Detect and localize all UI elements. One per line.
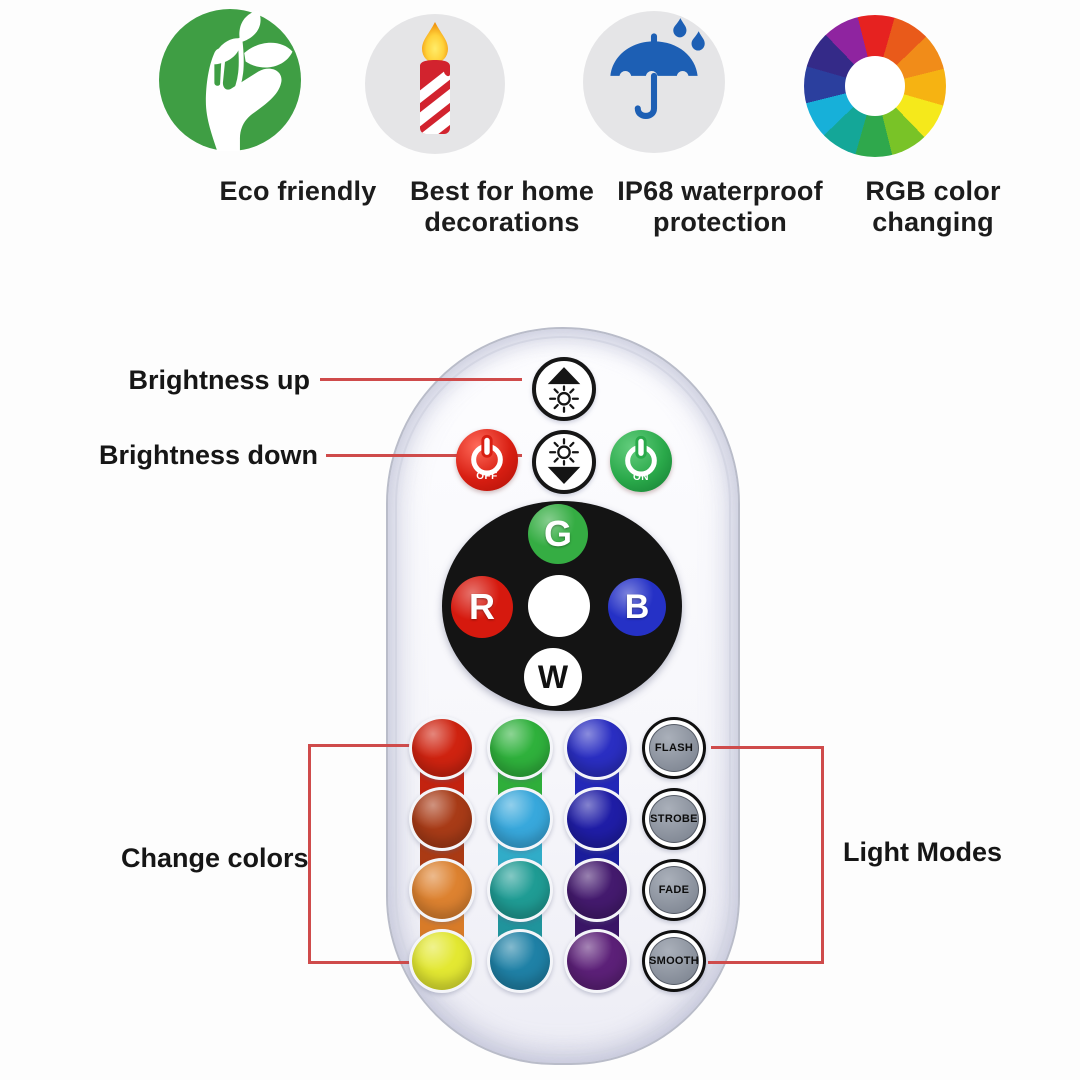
- power-off-text: OFF: [476, 471, 498, 482]
- color-button: [487, 929, 553, 993]
- key-red-button: R: [451, 576, 513, 638]
- mode-button-face: STROBE: [649, 795, 699, 843]
- key-blue-button: B: [608, 578, 666, 636]
- feature-caption: IP68 waterproof protection: [570, 176, 870, 238]
- caption-line: decorations: [424, 207, 580, 237]
- change-colors-label: Change colors: [121, 843, 309, 873]
- color-button: [564, 929, 630, 993]
- key-blue-letter: B: [624, 587, 650, 626]
- brightness-up-label: Brightness up: [128, 365, 310, 395]
- caption-line: IP68 waterproof: [617, 176, 823, 206]
- caption-line: protection: [653, 207, 787, 237]
- caption-line: changing: [872, 207, 994, 237]
- key-red-letter: R: [469, 586, 495, 627]
- change-colors-bracket-top: [308, 744, 414, 747]
- key-green-letter: G: [543, 513, 572, 554]
- caption-line: RGB color: [865, 176, 1001, 206]
- color-button: [409, 787, 475, 851]
- color-button: [487, 787, 553, 851]
- key-white-button: W: [524, 648, 582, 706]
- feature-caption: Eco friendly: [148, 176, 448, 207]
- color-button: [409, 929, 475, 993]
- power-on-icon: [625, 435, 657, 477]
- mode-button-label: FADE: [658, 884, 690, 896]
- brightness-down-leader-line: [326, 454, 522, 457]
- color-button: [564, 787, 630, 851]
- power-off-icon: [471, 434, 503, 476]
- color-wheel-hole: [845, 56, 905, 116]
- light-modes-bracket-top: [711, 746, 824, 749]
- color-grid: FLASH STROBE FADE SMOOTH: [386, 327, 740, 1065]
- mode-button-face: FLASH: [649, 724, 699, 772]
- color-button: [487, 858, 553, 922]
- brightness-down-label: Brightness down: [98, 440, 318, 470]
- color-button: [564, 716, 630, 780]
- change-colors-bracket-bottom: [308, 961, 422, 964]
- mode-button-label: SMOOTH: [648, 955, 700, 967]
- key-white-letter: W: [537, 658, 569, 695]
- caption-line: Best for home: [409, 176, 595, 206]
- light-modes-bracket-vertical: [821, 746, 824, 964]
- mode-button-flash: FLASH: [642, 717, 706, 779]
- light-modes-bracket-bottom: [708, 961, 824, 964]
- power-off-button: OFF: [456, 429, 518, 491]
- brightness-down-icon: [547, 438, 581, 484]
- power-on-button: ON: [610, 430, 672, 492]
- mode-button-label: FLASH: [654, 742, 694, 754]
- light-modes-label: Light Modes: [843, 837, 1002, 867]
- brightness-up-button: [532, 357, 596, 421]
- hand-plant-icon: [159, 9, 301, 151]
- color-button: [564, 858, 630, 922]
- feature-caption: RGB color changing: [783, 176, 1080, 238]
- color-button: [409, 858, 475, 922]
- dpad-center-circle: [528, 575, 590, 637]
- color-button: [409, 716, 475, 780]
- mode-button-face: FADE: [649, 866, 699, 914]
- brightness-up-leader-line: [320, 378, 522, 381]
- change-colors-bracket-vertical: [308, 744, 311, 964]
- color-button: [487, 716, 553, 780]
- brightness-up-icon: [547, 367, 581, 413]
- umbrella-rain-icon: [583, 11, 725, 153]
- feature-caption: Best for home decorations: [352, 176, 652, 238]
- mode-button-face: SMOOTH: [649, 937, 699, 985]
- mode-button-label: STROBE: [650, 813, 698, 825]
- power-on-text: ON: [633, 472, 649, 483]
- caption-line: Eco friendly: [219, 176, 377, 206]
- candle-icon: [365, 14, 505, 154]
- mode-button-strobe: STROBE: [642, 788, 706, 850]
- key-green-button: G: [528, 504, 588, 564]
- mode-button-fade: FADE: [642, 859, 706, 921]
- mode-button-smooth: SMOOTH: [642, 930, 706, 992]
- brightness-down-button: [532, 430, 596, 494]
